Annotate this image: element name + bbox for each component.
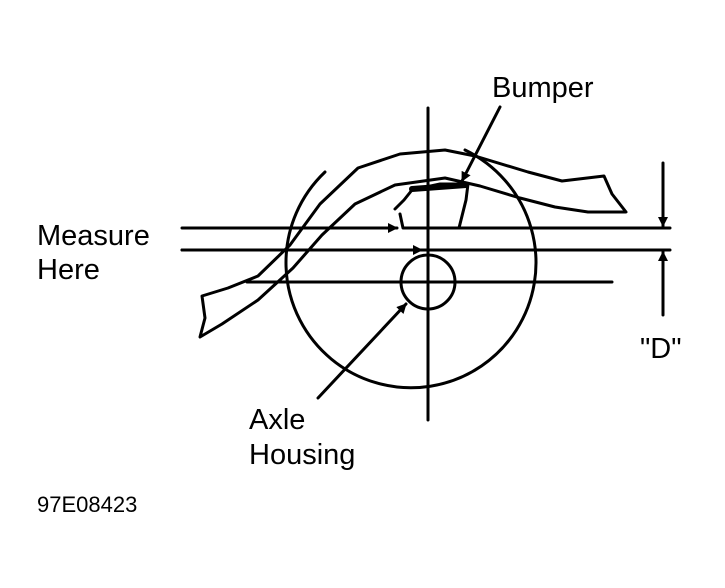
axle-housing-label-line1: Axle [249, 404, 306, 436]
fender-panel [198, 148, 628, 339]
figure-code: 97E08423 [37, 492, 138, 517]
bumper-label: Bumper [492, 72, 594, 104]
bumper-pad [393, 182, 470, 230]
wheel-outline [284, 148, 538, 390]
axle-housing-label-line2: Housing [249, 439, 356, 471]
bumper-top [409, 182, 469, 192]
measure-here-label-line2: Here [37, 254, 100, 286]
bumper-leader-arrow [460, 105, 502, 183]
dimension-d-label: "D" [640, 333, 682, 365]
axle-leader-arrow [316, 302, 408, 400]
measure-here-label-line1: Measure [37, 220, 150, 252]
